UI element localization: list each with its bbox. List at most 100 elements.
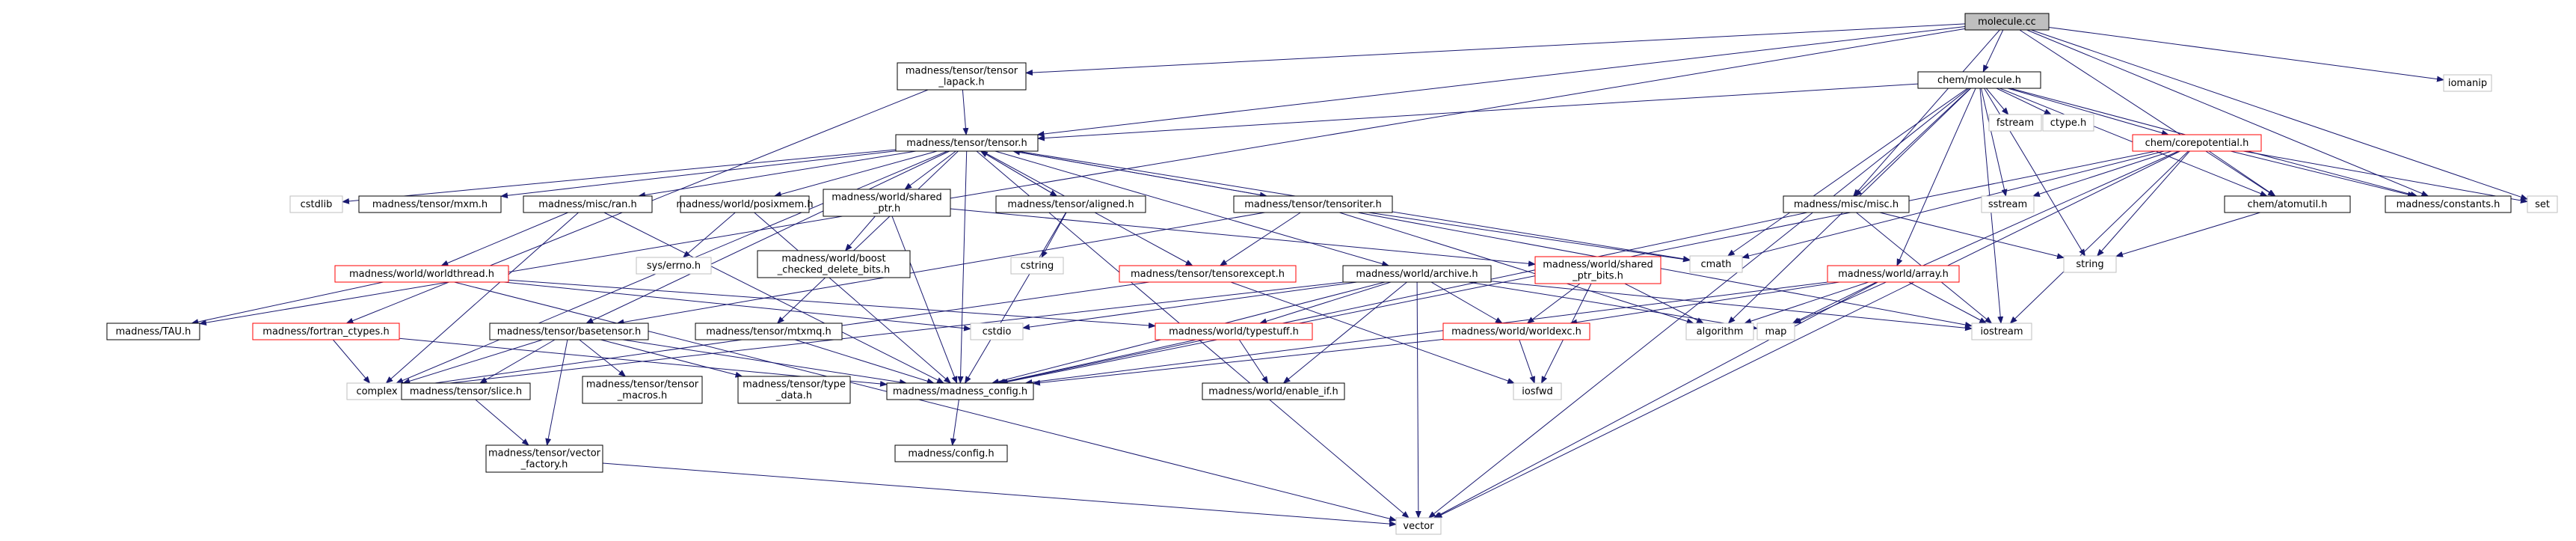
node-enable-if[interactable]: madness/world/enable_if.h [1202,382,1345,400]
node-config-h[interactable]: madness/config.h [894,444,1008,462]
edge-corepotential-to-atomutil [2208,150,2276,197]
edge-aligned_h-to-tensor_h [980,150,1057,197]
node-label: madness/tensor/mxm.h [372,199,488,210]
edge-posixmem-to-madness_config [754,212,952,384]
node-posixmem[interactable]: madness/world/posixmem.h [676,195,814,213]
edge-array_h-to-vector [1433,281,1878,519]
node-worldexc[interactable]: madness/world/worldexc.h [1442,323,1590,340]
node-tensoriter[interactable]: madness/tensor/tensoriter.h [1233,195,1393,213]
node-type-data[interactable]: madness/tensor/type_data.h [737,376,851,404]
node-box [2527,195,2558,213]
node-complex: complex [346,382,408,400]
node-box [995,195,1146,213]
node-box [1971,323,2032,340]
node-label: cmath [1700,259,1731,270]
node-label: map [1765,326,1787,337]
node-molecule-cc[interactable]: molecule.cc [1964,13,2050,31]
edge-layer [191,23,2528,527]
edge-misc_h-to-string [1879,212,2065,260]
node-ran-h[interactable]: madness/misc/ran.h [523,195,653,213]
node-label: madness/world/worldthread.h [349,269,494,280]
node-atomutil[interactable]: chem/atomutil.h [2224,195,2351,213]
node-box [1233,195,1393,213]
node-tensor-macros[interactable]: madness/tensor/tensor_macros.h [582,376,703,404]
edge-corepotential-to-string [2097,150,2190,257]
node-madness-config[interactable]: madness/madness_config.h [886,382,1034,400]
edge-chem_molecule-to-misc_h [1854,88,1971,197]
node-chem-molecule[interactable]: chem/molecule.h [1917,71,2041,89]
node-label: string [2076,259,2103,270]
edge-atomutil-to-string [2115,212,2260,257]
node-label: madness/config.h [908,448,994,459]
edge-archive_h-to-map [1468,281,1758,331]
edge-shared_ptr_bits-to-algorithm [1624,283,1704,324]
node-label: madness/world/typestuff.h [1169,326,1299,337]
node-box [1964,13,2050,31]
node-tau-h[interactable]: madness/TAU.h [106,323,200,340]
edge-archive_h-to-enable_if [1282,281,1407,384]
edge-mtxmq-to-madness_config [795,339,935,385]
node-fortran-ctypes[interactable]: madness/fortran_ctypes.h [252,323,400,340]
node-fstream: fstream [1988,114,2042,132]
node-label: _macros.h [617,391,667,402]
edge-aligned_h-to-madness_config [964,212,1066,384]
node-label: madness/constants.h [2397,199,2500,210]
edge-basetensor-to-madness_config [622,339,908,385]
node-typestuff[interactable]: madness/world/typestuff.h [1155,323,1313,340]
edge-molecule_cc-to-misc_h [1853,29,2000,197]
node-iostream: iostream [1971,323,2032,340]
edge-tensor_h-to-ran_h [638,150,917,198]
edge-chem_molecule-to-string [1984,88,2085,257]
edge-molecule_cc-to-tensor_lapack [1025,23,1966,76]
edge-tensor_h-to-mtxmq [776,150,959,324]
node-tensor-h[interactable]: madness/tensor/tensor.h [895,134,1039,152]
node-cmath: cmath [1689,255,1743,273]
node-box [358,195,502,213]
node-box [823,189,951,217]
edge-worldthread-to-cstdio [503,281,971,331]
node-array-h[interactable]: madness/world/array.h [1827,265,1960,283]
node-label: chem/molecule.h [1937,75,2021,86]
node-tensorexcept[interactable]: madness/tensor/tensorexcept.h [1119,265,1297,283]
node-mxm-h[interactable]: madness/tensor/mxm.h [358,195,502,213]
node-misc-h[interactable]: madness/misc/misc.h [1783,195,1910,213]
node-boost-cdb[interactable]: madness/world/boost_checked_delete_bits.… [757,250,911,278]
edge-tensor_h-to-madness_config [957,150,968,384]
node-shared-ptr[interactable]: madness/world/shared_ptr.h [823,189,951,217]
edge-aligned_h-to-cstring [1041,212,1067,258]
node-aligned-h[interactable]: madness/tensor/aligned.h [995,195,1146,213]
node-label: madness/world/array.h [1838,269,1949,280]
node-label: madness/tensor/vector [488,448,601,459]
node-tensor-lapack[interactable]: madness/tensor/tensor_lapack.h [897,62,1027,91]
node-archive-h[interactable]: madness/world/archive.h [1342,265,1492,283]
node-vector-factory[interactable]: madness/tensor/vector_factory.h [485,444,603,473]
edge-tensor_h-to-cstdlib [342,149,897,204]
edge-fortran_ctypes-to-complex [333,339,371,384]
edge-chem_molecule-to-fstream [1985,88,2009,115]
node-box [1685,323,1754,340]
edge-molecule_cc-to-set [2031,29,2528,201]
node-box [1988,114,2042,132]
node-box [695,323,843,340]
node-worldthread[interactable]: madness/world/worldthread.h [334,265,509,283]
node-constants[interactable]: madness/constants.h [2385,195,2512,213]
edge-archive_h-to-typestuff [1259,281,1392,325]
node-slice-h[interactable]: madness/tensor/slice.h [401,382,531,400]
node-corepotential[interactable]: chem/corepotential.h [2132,134,2262,152]
node-mtxmq[interactable]: madness/tensor/mtxmq.h [695,323,843,340]
node-label: vector [1403,521,1434,532]
node-label: madness/world/posixmem.h [676,199,813,210]
edge-corepotential-to-set [2243,150,2528,204]
node-box [489,323,649,340]
node-box [1202,382,1345,400]
node-shared-ptr-bits[interactable]: madness/world/shared_ptr_bits.h [1534,256,1662,284]
edge-tensoriter-to-iostream [1357,212,1973,328]
node-ctype-h: ctype.h [2042,114,2094,132]
node-basetensor[interactable]: madness/tensor/basetensor.h [489,323,649,340]
node-label: madness/tensor/tensor.h [906,138,1027,149]
edge-basetensor-to-type_data [600,339,743,378]
edge-corepotential-to-constants [2230,150,2415,198]
node-label: iomanip [2448,78,2487,89]
node-label: _lapack.h [938,77,984,88]
node-label: fstream [1996,117,2034,129]
